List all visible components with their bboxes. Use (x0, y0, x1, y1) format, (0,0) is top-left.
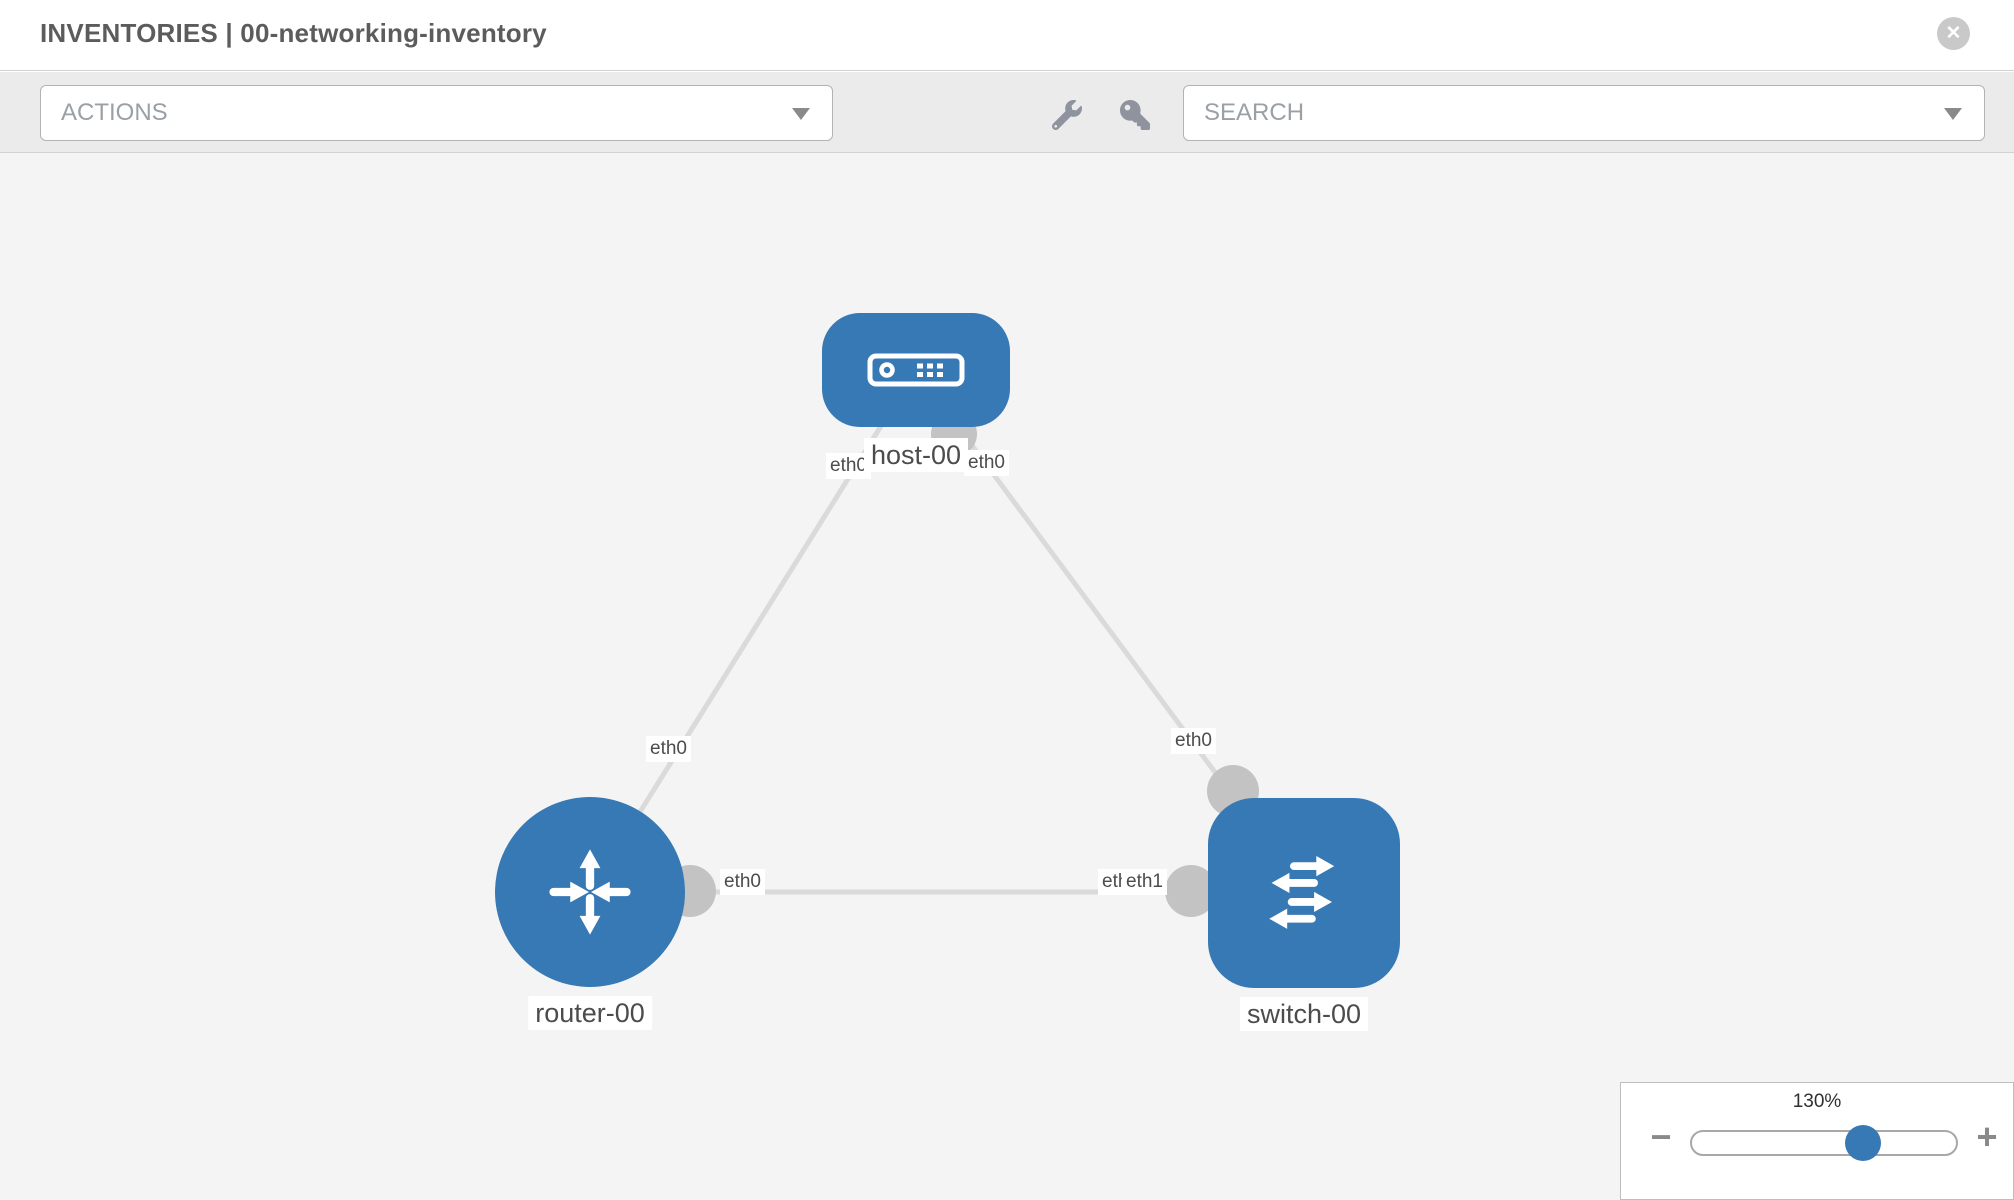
iface-label-switch-eth1: eth1 (1122, 869, 1167, 895)
topology-canvas[interactable]: eth0 eth0 eth0 eth0 eth0 eth0 eth1 host-… (0, 153, 2014, 1200)
node-router-00[interactable] (495, 797, 685, 987)
node-label-switch-00: switch-00 (1239, 997, 1369, 1032)
zoom-slider-track[interactable] (1690, 1130, 1958, 1156)
zoom-slider-thumb[interactable] (1845, 1125, 1881, 1161)
switch-icon (1269, 856, 1335, 929)
close-icon: ✕ (1945, 23, 1962, 44)
host-icon (867, 353, 965, 387)
node-switch-00[interactable] (1208, 798, 1400, 988)
chevron-down-icon (792, 108, 810, 120)
actions-dropdown-label: ACTIONS (61, 99, 168, 126)
chevron-down-icon (1944, 108, 1962, 120)
credentials-button[interactable] (1118, 98, 1152, 132)
node-label-host-00: host-00 (863, 438, 969, 473)
iface-label-host-eth0-right: eth0 (964, 450, 1009, 476)
iface-label-router-eth0: eth0 (720, 869, 765, 895)
zoom-in-button[interactable]: + (1976, 1116, 1998, 1157)
key-icon (1120, 100, 1150, 130)
header: INVENTORIES | 00-networking-inventory ✕ (0, 0, 2014, 71)
iface-label-switch-eth0-uplink: eth0 (1171, 728, 1216, 754)
zoom-control-panel: 130% − + (1620, 1082, 2014, 1200)
actions-dropdown[interactable]: ACTIONS (40, 85, 833, 141)
search-dropdown[interactable]: SEARCH (1183, 85, 1985, 141)
node-label-router-00: router-00 (528, 996, 652, 1031)
configure-button[interactable] (1050, 98, 1084, 132)
search-dropdown-label: SEARCH (1204, 99, 1305, 126)
iface-label-router-eth0-uplink: eth0 (646, 736, 691, 762)
close-button[interactable]: ✕ (1937, 17, 1970, 50)
zoom-level-value: 130% (1792, 1091, 1842, 1112)
topology-links (587, 368, 1307, 895)
iface-label-host-eth0-left: eth0 (826, 453, 871, 479)
zoom-out-button[interactable]: − (1650, 1116, 1672, 1157)
toolbar: ACTIONS SEARCH (0, 72, 2014, 153)
page-title: INVENTORIES | 00-networking-inventory (40, 18, 547, 48)
node-host-00[interactable] (822, 313, 1010, 427)
router-icon (549, 849, 631, 935)
wrench-icon (1052, 100, 1082, 130)
